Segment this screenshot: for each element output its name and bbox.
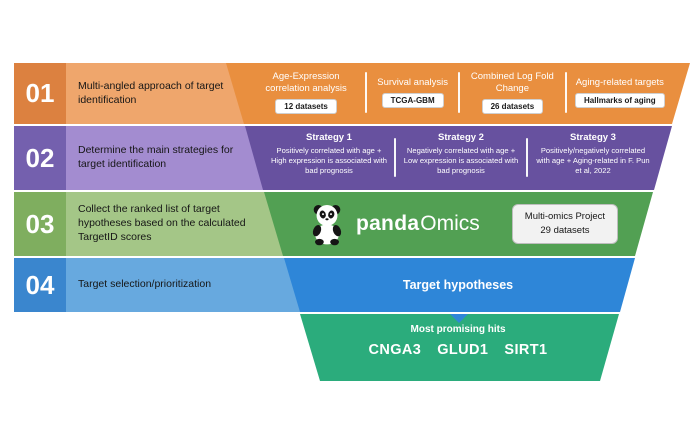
logo-text-panda: panda <box>355 212 420 235</box>
column-divider <box>526 138 528 177</box>
strategy-description: Positively correlated with age + High ex… <box>270 146 388 175</box>
results-title: Most promising hits <box>410 324 506 335</box>
strategy-description: Negatively correlated with age + Low exp… <box>403 146 519 175</box>
hit-list: CNGA3 GLUD1 SIRT1 <box>368 342 547 358</box>
source-aging-related: Aging-related targets Hallmarks of aging <box>574 77 666 108</box>
pandaomics-logo: panda Omics <box>356 212 480 236</box>
step-label-4: Target selection/prioritization <box>66 258 324 312</box>
step-label-1-text: Multi-angled approach of target identifi… <box>78 79 224 106</box>
hit-gene: GLUD1 <box>437 342 489 358</box>
step-label-2-text: Determine the main strategies for target… <box>78 144 234 170</box>
multi-omics-project-badge: Multi-omics Project 29 datasets <box>511 204 619 244</box>
source-badge: TCGA-GBM <box>381 92 444 108</box>
column-divider <box>365 72 368 113</box>
source-badge: 26 datasets <box>481 98 544 114</box>
funnel-platform-segment: panda Omics Multi-omics Project 29 datas… <box>264 192 653 256</box>
project-badge-datasets: 29 datasets <box>540 225 590 236</box>
step-number-2: 02 <box>14 126 66 190</box>
strategy-1: Strategy 1 Positively correlated with ag… <box>270 132 388 183</box>
target-hypotheses-label: Target hypotheses <box>402 278 514 292</box>
strategy-title: Strategy 2 <box>438 132 484 143</box>
panda-icon <box>312 205 342 246</box>
funnel-sources-segment: Age-Expression correlation analysis 12 d… <box>226 63 690 124</box>
funnel: Age-Expression correlation analysis 12 d… <box>226 63 690 381</box>
strategy-description: Positively/negatively correlated with ag… <box>536 146 650 175</box>
step-label-3-text: Collect the ranked list of target hypoth… <box>78 203 246 243</box>
column-divider <box>394 138 396 177</box>
step-number-4: 04 <box>14 258 66 312</box>
source-title: Survival analysis <box>377 77 448 89</box>
strategy-3: Strategy 3 Positively/negatively correla… <box>534 132 652 183</box>
source-title: Age-Expression correlation analysis <box>265 71 347 94</box>
project-badge-title: Multi-omics Project <box>524 211 606 223</box>
strategy-2: Strategy 2 Negatively correlated with ag… <box>402 132 520 183</box>
column-divider <box>458 72 461 113</box>
source-badge: Hallmarks of aging <box>575 92 665 108</box>
logo-text-omics: Omics <box>420 212 480 235</box>
strategy-title: Strategy 1 <box>306 132 352 143</box>
step-row-4: 04 Target selection/prioritization <box>14 258 324 312</box>
arrow-down-icon <box>450 314 468 323</box>
funnel-strategies-segment: Strategy 1 Positively correlated with ag… <box>245 126 672 190</box>
source-age-expression: Age-Expression correlation analysis 12 d… <box>254 71 358 114</box>
strategy-title: Strategy 3 <box>570 132 616 143</box>
source-title: Aging-related targets <box>575 77 664 89</box>
hit-gene: SIRT1 <box>504 342 548 358</box>
hit-gene: CNGA3 <box>368 342 422 358</box>
step-number-1: 01 <box>14 63 66 124</box>
source-survival: Survival analysis TCGA-GBM <box>374 77 451 108</box>
source-log-fold-change: Combined Log Fold Change 26 datasets <box>467 71 558 114</box>
source-badge: 12 datasets <box>275 98 337 114</box>
funnel-hypotheses-segment: Target hypotheses <box>284 258 635 312</box>
step-label-4-text: Target selection/prioritization <box>78 278 212 291</box>
step-number-3: 03 <box>14 192 66 256</box>
funnel-results-segment: Most promising hits CNGA3 GLUD1 SIRT1 <box>300 314 619 381</box>
source-title: Combined Log Fold Change <box>470 71 554 94</box>
column-divider <box>564 72 567 113</box>
